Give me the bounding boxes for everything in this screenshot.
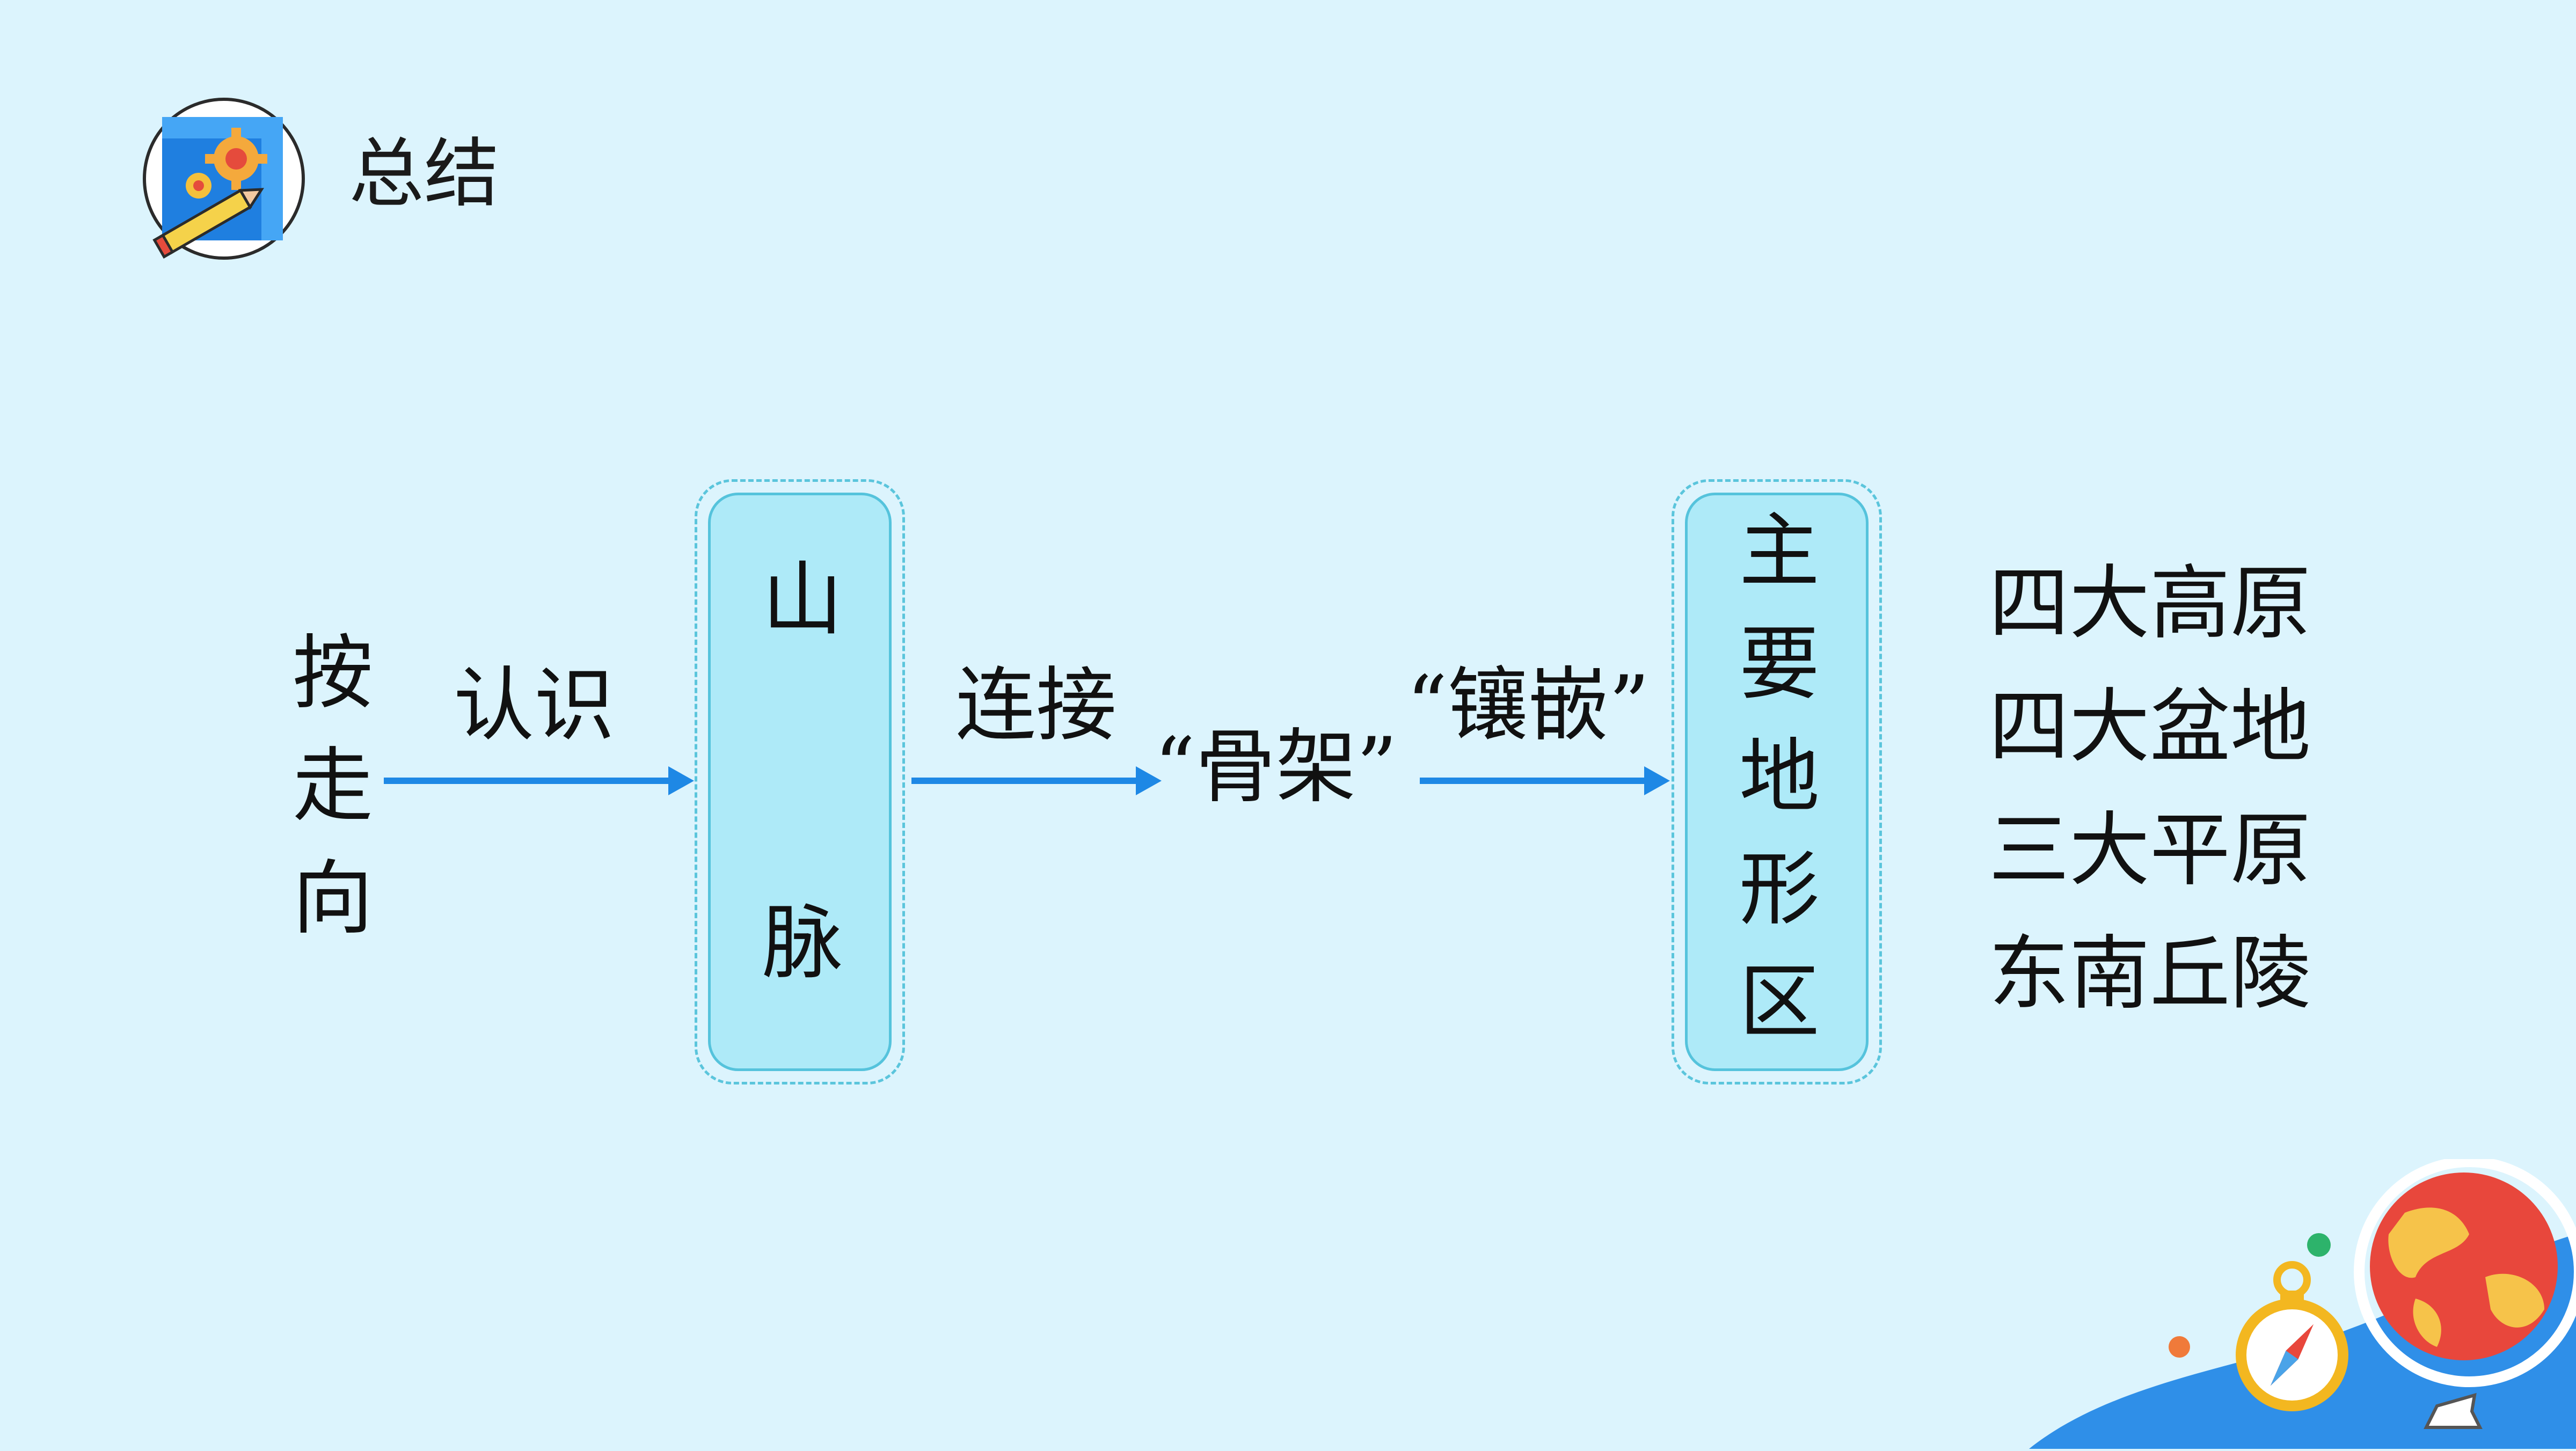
dot-icon [2307,1233,2331,1257]
mountain-box: 山 脉 [695,479,905,1084]
start-label-char: 按 [292,627,373,720]
start-label-char: 走 [292,739,373,833]
landform-box-char: 主 [1739,505,1820,598]
landform-box: 主 要 地 形 区 [1672,479,1882,1084]
start-label: 按 走 向 [284,617,381,955]
list-item: 东南丘陵 [1989,927,2311,1021]
skeleton-label: “骨架” [1154,721,1398,814]
mountain-box-char: 脉 [762,897,843,990]
list-item: 三大平原 [1989,804,2311,897]
mountain-box-inner [708,493,892,1071]
landform-list: 四大高原 四大盆地 三大平原 东南丘陵 [1989,542,2311,1036]
summary-logo-icon [141,96,307,262]
corner-decoration [2029,1156,2576,1451]
mountain-box-char: 山 [762,553,843,647]
globe-icon [2354,1156,2576,1429]
arrow1 [384,762,695,802]
landform-box-char: 区 [1739,956,1820,1049]
page-title: 总结 [349,130,500,218]
landform-box-char: 形 [1739,843,1820,936]
list-item: 四大高原 [1989,557,2311,650]
start-label-char: 向 [292,852,373,946]
landform-box-inner [1685,493,1869,1071]
landform-box-char: 地 [1739,730,1820,824]
compass-icon [2236,1261,2348,1411]
arrow2 [911,762,1164,802]
arrow1-label: 认识 [454,659,615,752]
landform-box-char: 要 [1739,618,1820,711]
arrow3 [1420,762,1672,802]
arrow3-label: “镶嵌” [1406,659,1650,752]
dot-icon [2169,1336,2190,1358]
arrow2-label: 连接 [955,659,1117,752]
list-item: 四大盆地 [1989,680,2311,774]
